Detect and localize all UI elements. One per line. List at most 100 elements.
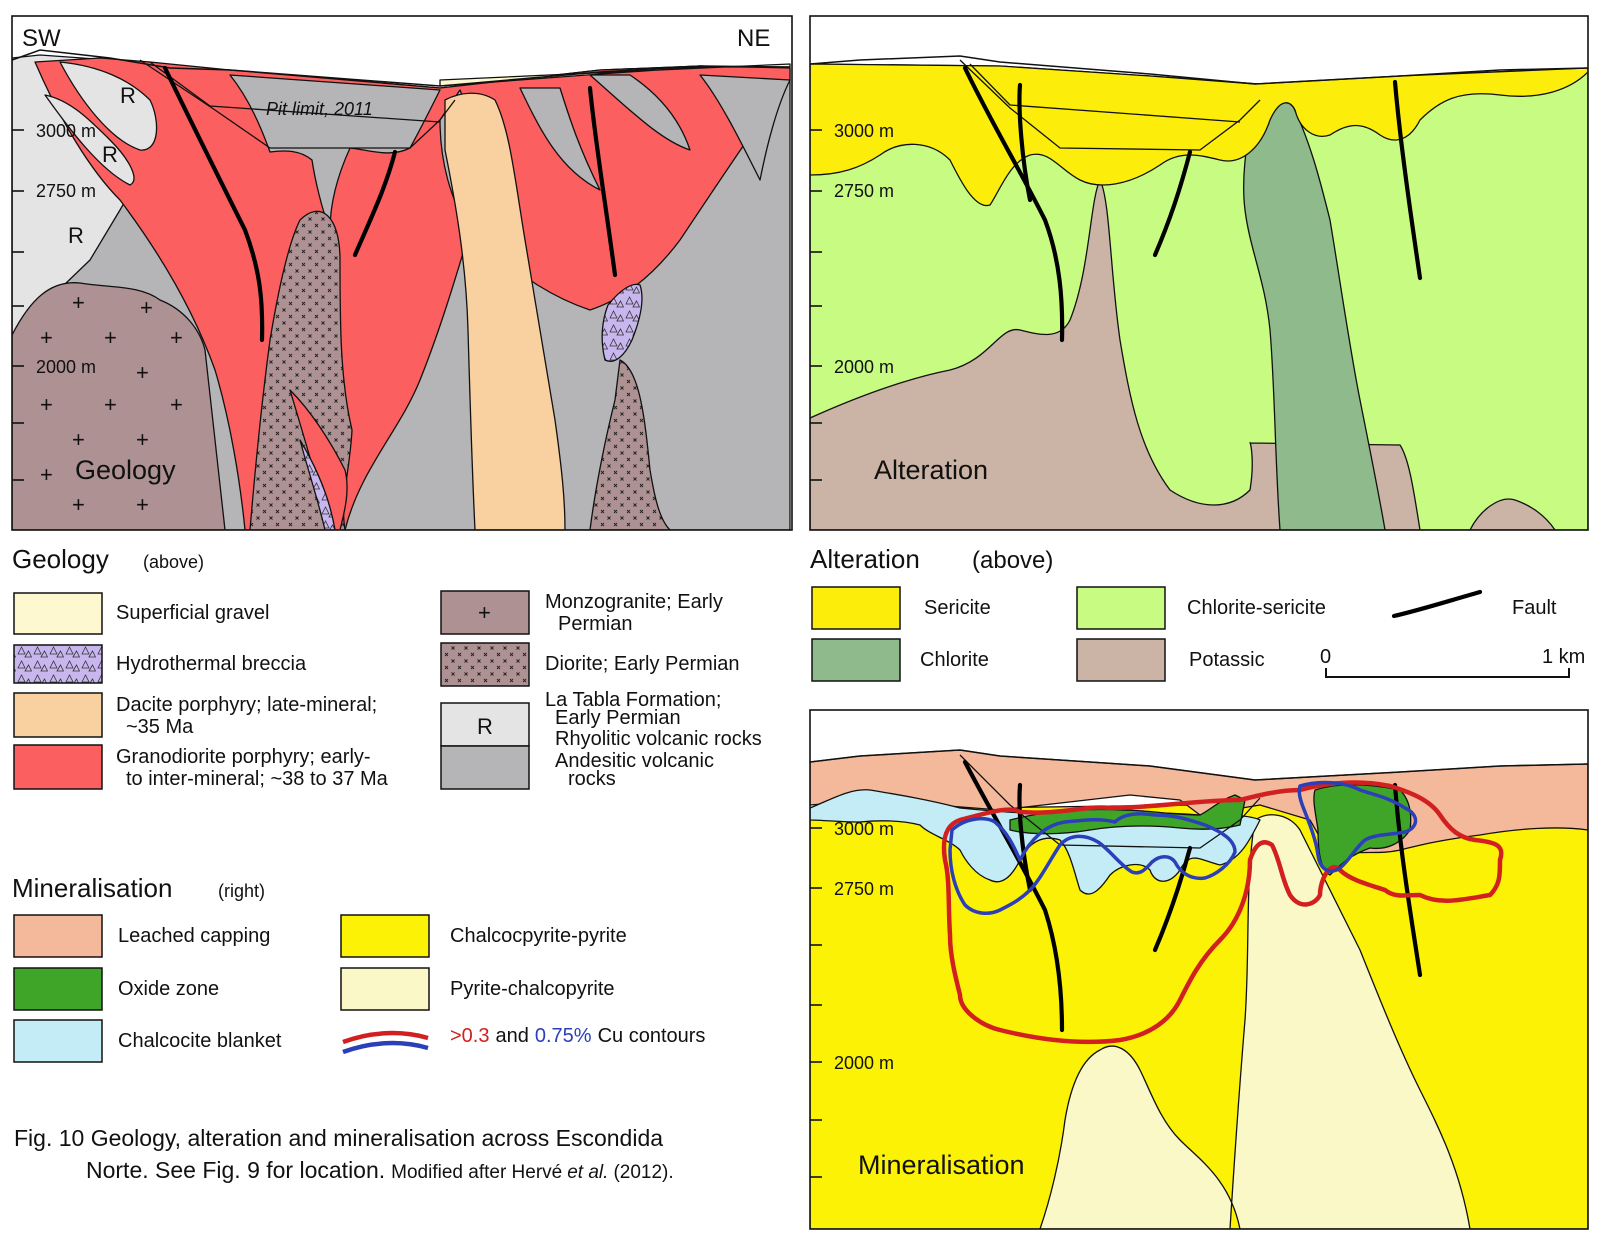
contour-tail-label: Cu contours [598,1025,706,1047]
swatch-diorite [440,642,530,687]
breccia-sliver [299,439,336,530]
blue-contour-symbol [342,1040,429,1055]
caption-line2-text: Norte. See Fig. 9 for location. [86,1157,385,1183]
fault-line [962,65,1065,343]
caption-etal: et al. [567,1162,608,1183]
pit-limit-line [139,59,456,149]
andesite-inclusion [699,74,791,181]
elevation-label: 3000 m [36,121,96,141]
contour-red-label: >0.3 [450,1025,489,1047]
svg-text:+: + [72,427,85,452]
legend-label: Chalcocpyrite-pyrite [450,925,627,947]
andesite-inclusion [44,94,135,186]
elevation-label: 2750 m [834,879,894,899]
diorite-area [589,359,671,530]
monzogranite-area [12,282,226,530]
swatch-chlorite-sericite [1076,586,1166,630]
plus-mark: + [478,600,491,625]
andesite-inclusion [589,74,691,151]
fault-legend-symbol [1391,589,1483,619]
legend-label: La Tabla Formation; [545,689,721,711]
caption-year: (2012). [613,1162,673,1183]
svg-text:+: + [72,492,85,517]
fault-line [162,65,265,343]
swatch-andesite [440,745,530,790]
panel-label: Mineralisation [858,1150,1025,1180]
granodiorite-tongue [289,389,348,530]
swatch-dacite [13,692,103,738]
legend-label: Fault [1512,597,1557,619]
legend-label: rocks [568,768,616,790]
svg-text:+: + [136,360,149,385]
fault-line [1392,782,1423,978]
cu-contour-blue [1297,780,1418,873]
potassic-area [810,179,1421,530]
caption-line1: Fig. 10 Geology, alteration and minerali… [14,1125,663,1151]
ne-label: NE [737,25,770,52]
svg-text:+: + [136,427,149,452]
legend-label: Rhyolitic volcanic rocks [555,728,762,750]
legend-label: Monzogranite; Early [545,591,723,613]
svg-text:+: + [40,392,53,417]
swatch-potassic [1076,638,1166,682]
rhyolite-mark: R [120,83,136,108]
scale-bar [1325,668,1570,678]
legend-label: Granodiorite porphyry; early- [116,746,371,768]
geology-legend: Geology (above) Superficial gravel Hydro… [12,544,762,790]
fault-line [1017,782,1033,893]
elevation-label: 2000 m [36,357,96,377]
panel-label: Geology [75,455,176,485]
scale-zero: 0 [1320,646,1331,668]
panel-label: Alteration [874,455,988,485]
fault-line [587,85,618,278]
svg-text:+: + [140,295,153,320]
pit-limit-label: Pit limit, 2011 [266,99,373,119]
legend-label: Permian [558,613,632,635]
legend-label: Diorite; Early Permian [545,653,740,675]
legend-label: Sericite [924,597,991,619]
chlorite-area [1242,91,1386,530]
svg-text:+: + [104,325,117,350]
svg-text:+: + [72,290,85,315]
legend-label: Potassic [1189,649,1265,671]
fault-line [1152,845,1193,953]
legend-label: Hydrothermal breccia [116,653,307,675]
legend-label: Pyrite-chalcopyrite [450,978,615,1000]
elevation-label: 2750 m [834,181,894,201]
andesite-inclusion [59,61,158,151]
geology-section: SW NE R R R Pit limit, 2011 3000 m 2750 … [11,15,793,531]
swatch-gravel [13,592,103,635]
swatch-granodiorite [13,744,103,790]
svg-text:+: + [170,392,183,417]
fault-line [352,149,398,258]
potassic-area [1469,498,1556,530]
swatch-chalcopyrite-pyrite [340,914,430,958]
legend-label: Early Permian [555,707,681,729]
fault-line [962,759,1065,1033]
rhyolite-mark: R [102,142,118,167]
legend-label: to inter-mineral; ~38 to 37 Ma [126,768,389,790]
legend-note: (right) [218,881,265,901]
legend-label: Chlorite [920,649,989,671]
swatch-monzogranite [440,590,530,635]
swatch-chalcocite-blanket [13,1019,103,1063]
elevation-label: 2750 m [36,181,96,201]
legend-title: Alteration [810,544,920,574]
mineralisation-legend: Mineralisation (right) Leached capping O… [12,873,705,1063]
legend-label: Leached capping [118,925,270,947]
mineralisation-section: 3000 m 2750 m 2000 m Mineralisation [809,709,1589,1230]
swatch-sericite [811,586,901,630]
legend-label: Chlorite-sericite [1187,597,1326,619]
fault-line [1392,79,1423,281]
dacite-porphyry-area [444,92,566,530]
fault-line [1152,149,1193,258]
caption-line2: Norte. See Fig. 9 for location. Modified … [86,1157,674,1183]
scale-km: 1 km [1542,646,1585,668]
cu-contour-blue [948,812,1237,916]
rhyolite-mark: R [68,223,84,248]
caption-mod: Modified after Hervé [391,1162,562,1183]
swatch-breccia [13,644,103,684]
elevation-label: 3000 m [834,819,894,839]
